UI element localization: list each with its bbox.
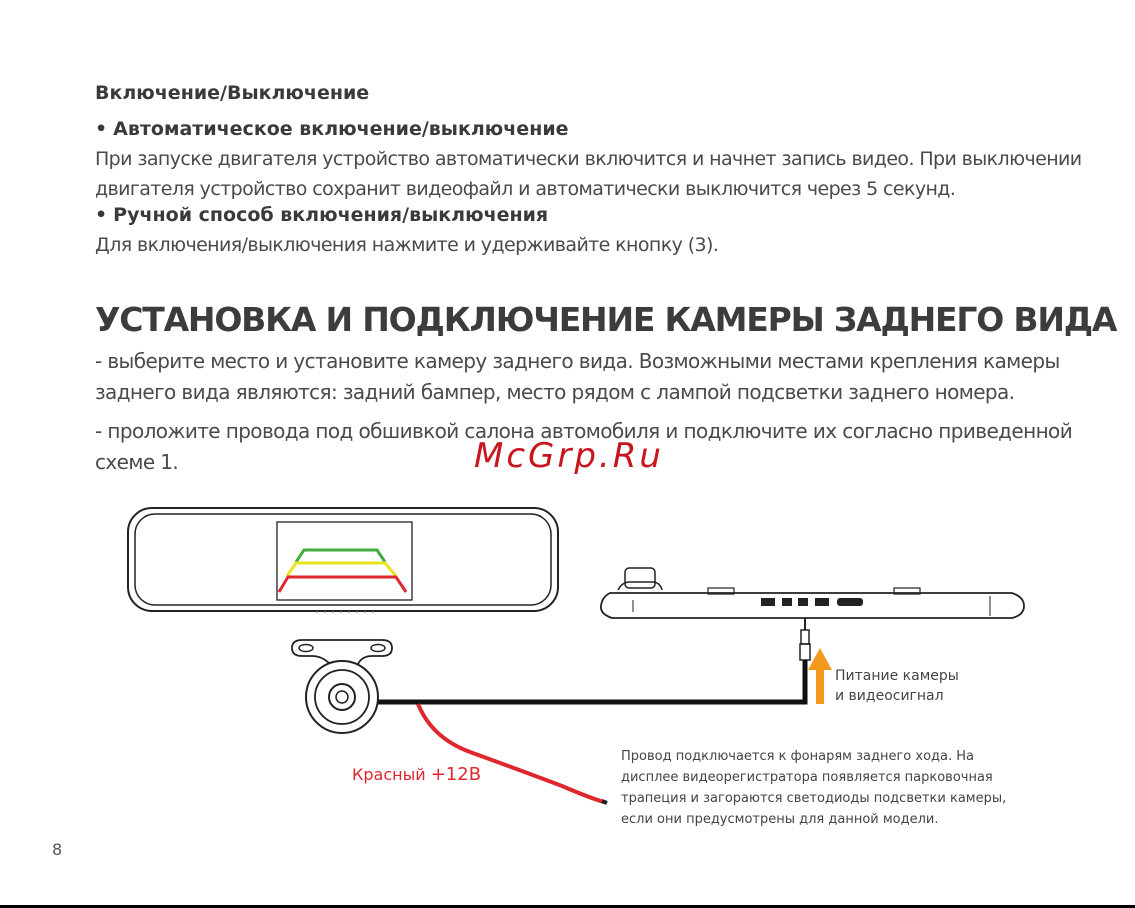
watermark: McGrp.Ru [474,436,664,476]
mirror-back-icon [600,567,1025,619]
power-label-line2: и видеосигнал [835,688,944,704]
bottom-rule [0,905,1135,908]
manual-text: Для включения/выключения нажмите и удерж… [95,234,719,256]
manual-title: Ручной способ включения/выключения [113,204,549,226]
red-wire-label: Красный +12В [352,764,481,785]
bullet-dot-icon: • [95,118,108,140]
rear-camera-icon [291,639,393,734]
connection-note: Провод подключается к фонарям заднего хо… [621,746,1006,830]
av-connector-icon [799,618,811,661]
step1-line1: - выберите место и установите камеру зад… [95,349,1060,373]
wire-end-icon [601,799,608,805]
red-power-wire [416,703,605,804]
auto-text-line2: двигателя устройство сохранит видеофайл … [95,178,956,200]
auto-title: Автоматическое включение/выключение [113,118,569,140]
bullet-dot-icon: • [95,204,108,226]
step1-line2: заднего вида являются: задний бампер, ме… [95,380,1015,404]
auto-text-line1: При запуске двигателя устройство автомат… [95,148,1082,170]
step2-line2: схеме 1. [95,450,179,474]
note-line4: если они предусмотрены для данной модели… [621,812,939,827]
section-heading-onoff: Включение/Выключение [95,82,370,104]
parking-lines-icon [277,548,408,593]
red-wire-voltage: +12В [430,764,482,785]
arrow-up-icon [808,648,832,704]
bullet-manual: •Ручной способ включения/выключения [95,204,548,226]
page-number: 8 [52,840,63,859]
note-line1: Провод подключается к фонарям заднего хо… [621,749,974,764]
video-wire [372,660,808,705]
power-label: Питание камеры и видеосигнал [835,666,959,706]
red-wire-label-text: Красный [352,765,426,784]
note-line3: трапеция и загораются светодиоды подсвет… [621,791,1007,806]
power-label-line1: Питание камеры [835,668,959,684]
bullet-auto: •Автоматическое включение/выключение [95,118,569,140]
note-line2: дисплее видеорегистратора появляется пар… [621,770,993,785]
section-heading-install: УСТАНОВКА И ПОДКЛЮЧЕНИЕ КАМЕРЫ ЗАДНЕГО В… [95,300,1117,339]
mirror-front-icon [127,507,559,613]
step2-line1: - проложите провода под обшивкой салона … [95,419,1073,443]
